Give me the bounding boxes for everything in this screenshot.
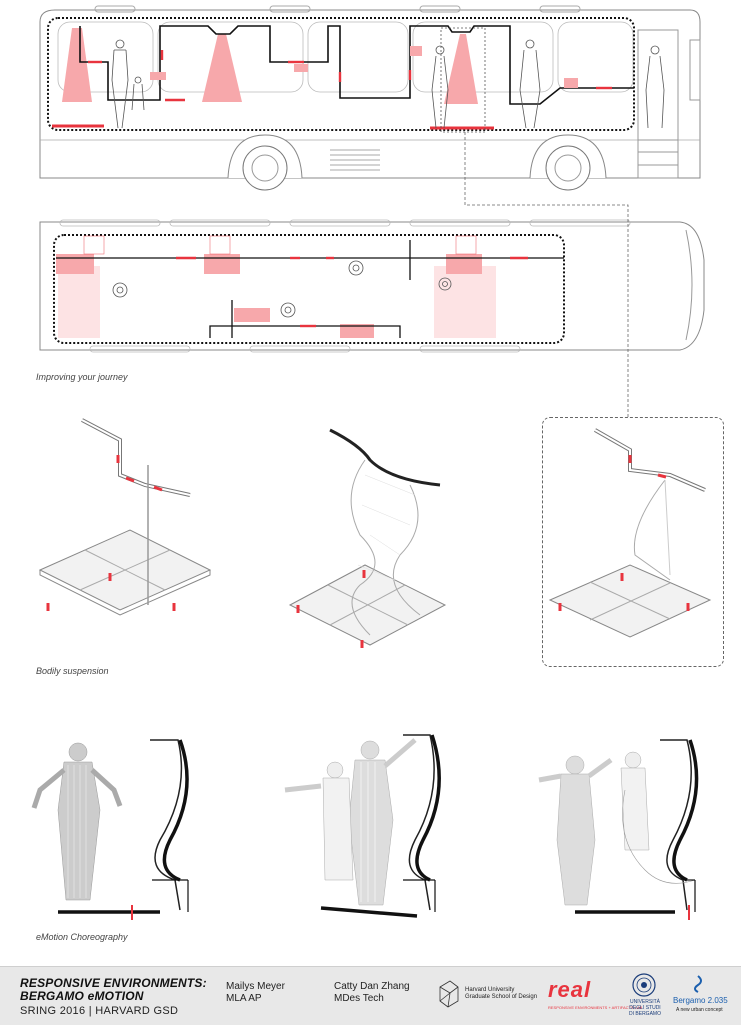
author-2: Catty Dan Zhang MDes Tech: [334, 981, 410, 1005]
project-subtitle: SRING 2016 | HARVARD GSD: [20, 1005, 179, 1017]
real-logo-subtitle: RESPONSIVE ENVIRONMENTS + ARTIFACTS LAB: [548, 1005, 643, 1010]
unibg-seal-icon: [632, 973, 656, 997]
unibg-line2: DEGLI STUDI: [629, 1005, 661, 1011]
project-title-line1: RESPONSIVE ENVIRONMENTS:: [20, 976, 207, 990]
choreography-figure-1: [31, 739, 189, 920]
real-logo: real: [548, 977, 592, 1002]
author-2-degree: MDes Tech: [334, 993, 384, 1004]
author-1-name: Mailys Meyer: [226, 981, 285, 992]
author-1-degree: MLA AP: [226, 993, 262, 1004]
author-2-name: Catty Dan Zhang: [334, 981, 410, 992]
unibg-line1: UNIVERSITÀ: [629, 999, 660, 1005]
harvard-gsd-text: Harvard University Graduate School of De…: [465, 987, 537, 1001]
bergamo-2035-subtitle: A new urban concept: [676, 1007, 723, 1013]
detail-frame: [542, 417, 724, 667]
bus-plan-view: [39, 219, 705, 353]
unibg-line3: DI BERGAMO: [629, 1011, 661, 1017]
caption-suspension: Bodily suspension: [36, 666, 109, 676]
bergamo-2035-title: Bergamo 2.035: [673, 996, 728, 1005]
harvard-gsd-logo-icon: [439, 980, 459, 1008]
harvard-line1: Harvard University: [465, 987, 515, 993]
bergamo-2035-icon: [694, 975, 702, 993]
suspension-axon-3: [548, 428, 712, 638]
suspension-axon-1: [38, 418, 212, 616]
project-title: RESPONSIVE ENVIRONMENTS: BERGAMO eMOTION: [20, 977, 207, 1003]
choreography-figure-2: [284, 734, 441, 918]
caption-journey: Improving your journey: [36, 372, 128, 382]
suspension-axon-2: [288, 428, 447, 648]
choreography-figure-3: [538, 739, 699, 920]
footer-bar: RESPONSIVE ENVIRONMENTS: BERGAMO eMOTION…: [0, 966, 741, 1025]
author-1: Mailys Meyer MLA AP: [226, 981, 285, 1005]
unibg-text: UNIVERSITÀ DEGLI STUDI DI BERGAMO: [628, 999, 662, 1017]
bus-side-elevation: [39, 5, 701, 191]
caption-choreography: eMotion Choreography: [36, 932, 128, 942]
project-title-line2: BERGAMO eMOTION: [20, 989, 144, 1003]
harvard-line2: Graduate School of Design: [465, 994, 538, 1000]
